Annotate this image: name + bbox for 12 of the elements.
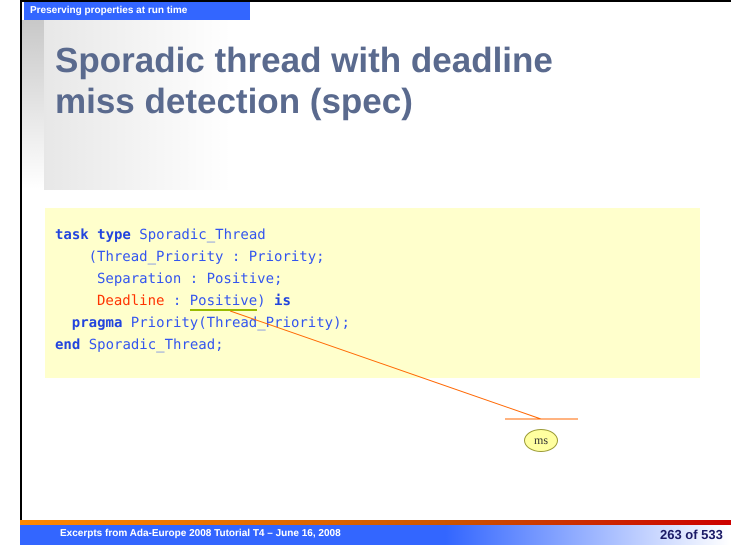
footer-text: Excerpts from Ada-Europe 2008 Tutorial T4 – June 16, 2008 [60, 528, 341, 539]
page-number: 263 of 533 [660, 527, 723, 542]
code-line: end Sporadic_Thread; [55, 336, 224, 355]
code-line: (Thread_Priority : Priority; [88, 248, 325, 267]
code-line: Separation : Positive; [97, 270, 282, 289]
code-line: task type Sporadic_Thread [55, 226, 266, 245]
slide-title: Sporadic thread with deadline miss detection (spec) [55, 40, 554, 122]
leader-line [230, 310, 578, 420]
section-header: Preserving properties at run time [24, 2, 250, 20]
code-panel [45, 208, 700, 378]
code-line: Deadline : Positive) is [97, 292, 291, 312]
callout-bubble: ms [524, 429, 558, 452]
